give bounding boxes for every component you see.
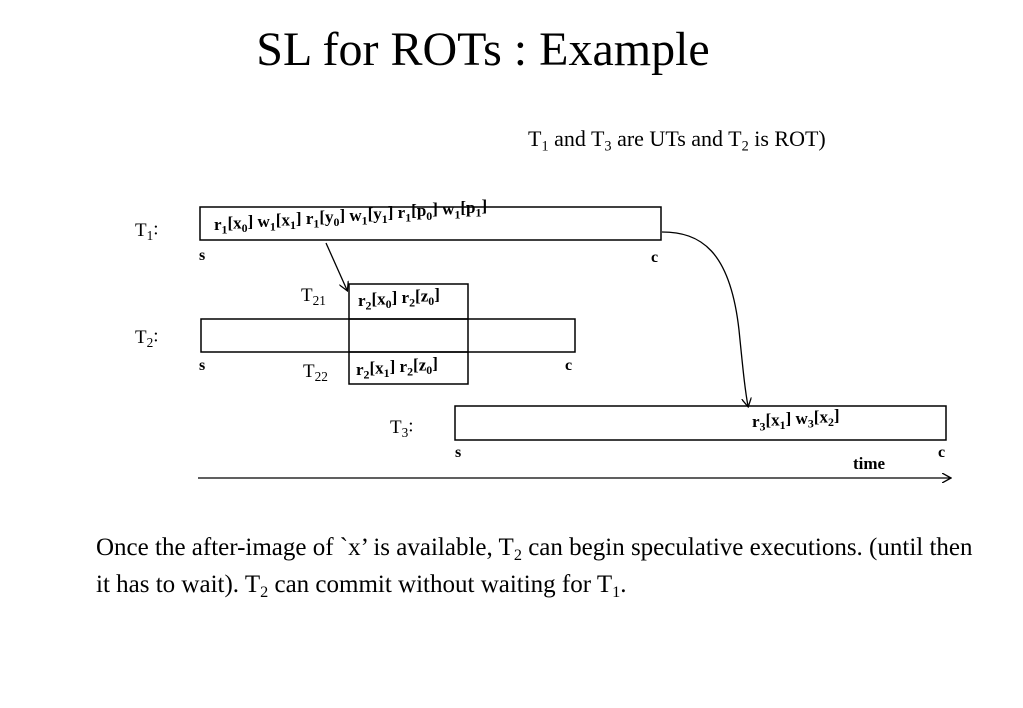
t3-ops: r3[x1] w3[x2] (752, 406, 840, 434)
t21-box (348, 283, 469, 385)
t3-start: s (455, 444, 461, 461)
t22-label: T22 (303, 361, 328, 384)
slide-subtitle: T1 and T3 are UTs and T2 is ROT) (528, 126, 826, 155)
t21-ops: r2[x0] r2[z0] (358, 285, 440, 313)
t21-label: T21 (301, 285, 326, 308)
t1-commit: c (651, 249, 658, 266)
time-label: time (853, 454, 886, 473)
t2-start: s (199, 357, 205, 374)
slide-title: SL for ROTs : Example (256, 23, 710, 76)
t1-box (199, 206, 662, 241)
t1-label: T1: (135, 218, 159, 243)
t1-start: s (199, 247, 205, 264)
t22-ops: r2[x1] r2[z0] (356, 354, 438, 382)
t2-box (200, 318, 576, 353)
t3-commit: c (938, 444, 945, 461)
t3-box (454, 405, 947, 441)
t2-commit: c (565, 357, 572, 374)
t1-ops: r1[x0] w1[x1] r1[y0] w1[y1] r1[p0] w1[p1… (214, 197, 487, 237)
t3-label: T3: (390, 415, 414, 440)
arrow-t1-commit-to-t3 (661, 231, 748, 406)
explanation-text: Once the after-image of `x’ is available… (96, 534, 973, 601)
arrow-t1-to-t21 (325, 242, 347, 290)
t2-label: T2: (135, 325, 159, 350)
